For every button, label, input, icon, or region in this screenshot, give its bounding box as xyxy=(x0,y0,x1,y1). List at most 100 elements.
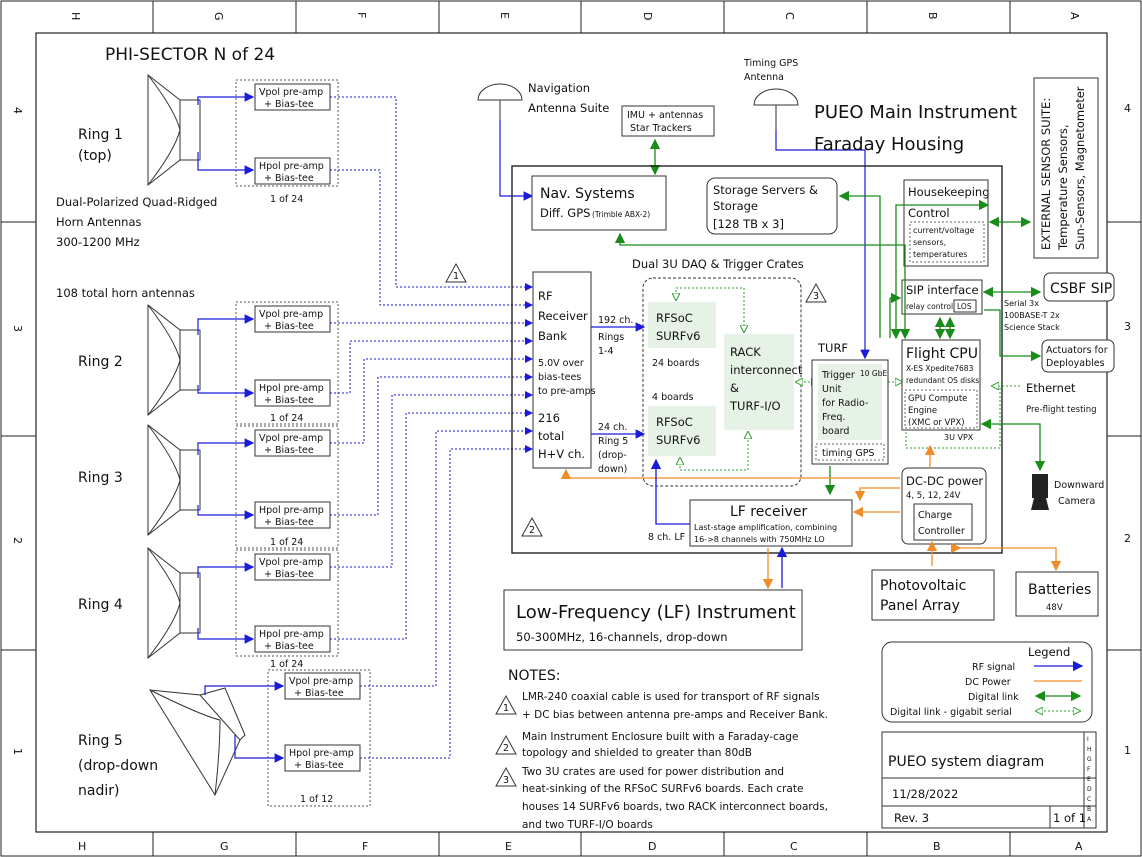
ext-sensor-line2: Temperature Sensors, xyxy=(1056,124,1070,251)
ch192-l1: 192 ch. xyxy=(598,315,633,326)
dcdc-l1: DC-DC power xyxy=(906,474,983,488)
tb-letter-i: I xyxy=(1087,736,1089,743)
rf-bank-l2: Receiver xyxy=(538,309,588,323)
rfsoc1-l1: RFSoC xyxy=(656,311,693,325)
rf-bank-l8: total xyxy=(538,429,564,443)
ext-sensor-line3: Sun-Sensors, Magnetometer xyxy=(1073,86,1087,250)
grid-row-1: 1 xyxy=(11,748,24,755)
rack-l1: RACK xyxy=(730,345,761,359)
ring2-count: 1 of 24 xyxy=(270,413,303,424)
ring5-vpol-bias: + Bias-tee xyxy=(294,688,344,699)
imu-label2: Star Trackers xyxy=(630,123,692,134)
rf-receiver-bank xyxy=(532,271,592,469)
actuators-l2: Deployables xyxy=(1046,358,1105,369)
horn-total: 108 total horn antennas xyxy=(56,286,195,300)
tb-letter-c: C xyxy=(1087,796,1091,803)
tb-letter-h: H xyxy=(1087,746,1092,753)
rack-l3: & xyxy=(730,381,739,395)
flight-cpu-l1: X-ES Xpedite7683 xyxy=(906,364,974,373)
turf-l1: Trigger xyxy=(821,370,855,381)
tb-letter-e: E xyxy=(1087,776,1091,783)
title-block xyxy=(881,731,1097,829)
note3-line3: houses 14 SURFv6 boards, two RACK interc… xyxy=(522,801,828,813)
timing-gps-label1: Timing GPS xyxy=(743,58,798,69)
timing-gps-label2: Antenna xyxy=(744,72,784,83)
main-title-line1: PUEO Main Instrument xyxy=(814,102,1017,123)
actuators-l1: Actuators for xyxy=(1046,345,1108,356)
grid-row-3: 3 xyxy=(11,325,24,332)
grid-row-2: 2 xyxy=(11,537,24,544)
cpu-gpu-link xyxy=(905,386,1001,449)
turf-l3: for Radio- xyxy=(822,398,868,409)
legend-item-digital: Digital link xyxy=(968,692,1019,703)
housekeeping-sub1: current/voltage xyxy=(913,226,975,235)
housekeeping-sub3: temperatures xyxy=(913,250,967,259)
legend-item-dc: DC Power xyxy=(965,677,1011,688)
ring4-hpol-label: Hpol pre-amp xyxy=(259,629,324,640)
serial-l3: Science Stack xyxy=(1004,323,1060,332)
lf-receiver-box xyxy=(689,499,853,547)
lf-signal-links xyxy=(650,458,788,588)
grid-col-f-top: F xyxy=(355,12,368,18)
ring1-hpol-label: Hpol pre-amp xyxy=(259,161,324,172)
note3-line2: heat-sinking of the RFSoC SURFv6 boards.… xyxy=(522,783,803,795)
main-title-line2: Faraday Housing xyxy=(814,134,964,155)
imu-label1: IMU + antennas xyxy=(627,110,703,121)
nav-systems-box xyxy=(531,175,667,231)
titleblock-title: PUEO system diagram xyxy=(888,754,1044,770)
turf-gps-box xyxy=(815,443,885,461)
rack-l4: TURF-I/O xyxy=(729,399,781,413)
dc-power-links xyxy=(560,444,1062,590)
note2-line1: Main Instrument Enclosure built with a F… xyxy=(522,731,798,743)
nav-antenna-label2: Antenna Suite xyxy=(528,101,609,115)
turf-title: TURF xyxy=(817,341,848,355)
horn-ring2-icon xyxy=(147,303,201,417)
csbf-box xyxy=(1043,272,1115,302)
grid-col-c-top: C xyxy=(783,12,796,20)
turf-l2: Unit xyxy=(822,384,842,395)
grid-col-a-top: A xyxy=(1068,12,1081,20)
sip-title: SIP interface xyxy=(906,283,979,297)
camera-l2: Camera xyxy=(1058,496,1095,507)
lf-instrument-title: Low-Frequency (LF) Instrument xyxy=(516,602,796,623)
ring2-hpol-bias: + Bias-tee xyxy=(264,395,314,406)
dcdc-l2: 4, 5, 12, 24V xyxy=(906,491,961,501)
grid-col-b-top: B xyxy=(926,12,939,20)
grid-row-1-right: 1 xyxy=(1124,744,1131,757)
horn-desc-2: Horn Antennas xyxy=(56,215,142,229)
ring5-vpol-label: Vpol pre-amp xyxy=(289,676,353,687)
ring3-hpol-bias: + Bias-tee xyxy=(264,517,314,528)
turf-gbe: 10 GbE xyxy=(860,369,888,378)
grid-col-f: F xyxy=(362,840,368,853)
ring1-count: 1 of 24 xyxy=(270,194,303,205)
batteries-l1: Batteries xyxy=(1028,582,1091,598)
ring4-vpol-label: Vpol pre-amp xyxy=(259,557,323,568)
note3-line1: Two 3U crates are used for power distrib… xyxy=(521,766,784,778)
main-enclosure xyxy=(511,165,1003,554)
ring2-vpol-label: Vpol pre-amp xyxy=(259,309,323,320)
ring4-vpol-bias: + Bias-tee xyxy=(264,569,314,580)
lf-instrument-sub: 50-300MHz, 16-channels, drop-down xyxy=(516,630,728,644)
marker-3: 3 xyxy=(813,291,819,302)
charge-controller-box xyxy=(913,503,973,541)
note2-num: 2 xyxy=(503,743,509,754)
grid-col-e-top: E xyxy=(498,12,511,19)
note2-line2: topology and shielded to greater than 80… xyxy=(522,747,752,759)
ring5-sublabel: (drop-down xyxy=(78,758,158,774)
note1-num: 1 xyxy=(503,703,509,714)
grid-row-4: 4 xyxy=(11,107,24,114)
tb-letter-d: D xyxy=(1087,786,1092,793)
ring1-hpol-bias: + Bias-tee xyxy=(264,173,314,184)
turf-inner-box xyxy=(818,364,882,440)
rf-bank-l7: 216 xyxy=(538,411,560,425)
preamp-to-receiver-links xyxy=(330,96,533,759)
grid-row-4-right: 4 xyxy=(1124,102,1131,115)
digital-links xyxy=(614,190,1046,496)
charge-l1: Charge xyxy=(918,510,952,521)
storage-capacity: [128 TB x 3] xyxy=(713,217,784,231)
lf-receiver-l2: 16->8 channels with 750MHz LO xyxy=(694,535,825,544)
legend-title: Legend xyxy=(1028,645,1070,659)
